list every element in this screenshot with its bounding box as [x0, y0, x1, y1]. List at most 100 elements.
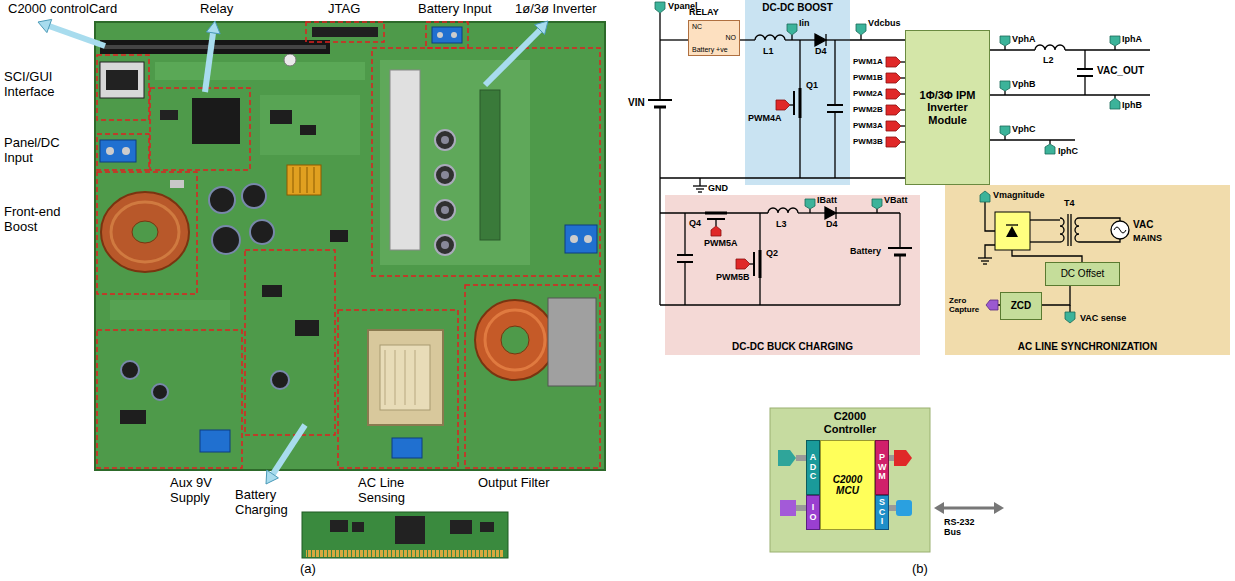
offset-box: DC Offset [1045, 262, 1120, 286]
panel-label: (a) [300, 562, 316, 577]
controller-block: C2000 ControllerADCC2000 MCUPWMIOSCI [770, 408, 930, 552]
controller-port [889, 455, 894, 461]
callout-arrow [273, 425, 305, 474]
circuit-wire [790, 104, 794, 105]
battery-terminal [451, 32, 457, 38]
signal-tag [980, 191, 990, 202]
ac-source [1114, 227, 1126, 233]
line-transformer [338, 310, 458, 468]
signal-label: MAINS [1133, 233, 1162, 243]
charger-wire [660, 304, 900, 305]
charger-wire [768, 208, 798, 213]
signal-label: Q2 [766, 248, 778, 258]
controller-port [780, 500, 796, 516]
node-title: AC LINE SYNCHRONIZATION [1018, 341, 1157, 353]
signal-label: Q1 [806, 80, 818, 90]
signal-label: VAC [1133, 219, 1153, 231]
signal-label: PWM1A [853, 57, 883, 66]
circuit-wire [826, 39, 850, 40]
wire-connector [850, 177, 905, 178]
sync-wire [978, 257, 992, 258]
controlcard-slot [104, 45, 326, 49]
signal-label: Zero Capture [949, 296, 985, 314]
pcb-board [260, 95, 360, 155]
callout-arrow [205, 33, 213, 92]
sci-connector [106, 70, 138, 90]
output-wire [1004, 46, 1005, 50]
signal-label: GND [708, 183, 728, 193]
circuit-wire [799, 40, 800, 88]
controller-port [889, 505, 896, 511]
capacitors [242, 184, 266, 208]
output-wire [1004, 91, 1005, 95]
charger-wire [727, 212, 768, 213]
charger-wire [899, 213, 900, 248]
callout-label: SCI/GUI Interface [4, 70, 66, 100]
diode-symbol [825, 207, 836, 219]
relay-box: RELAYNCNOBattery +ve [688, 20, 740, 56]
controlcard-slot [100, 40, 330, 54]
circuit-wire [834, 112, 835, 178]
circuit-wire [860, 35, 861, 40]
signal-label: VIN [628, 97, 645, 109]
signal-label: VBatt [884, 195, 908, 205]
pcb-board [270, 110, 292, 124]
battery-terminal [432, 27, 462, 43]
mcu-box: C2000 MCU [820, 440, 875, 530]
battery-charging-region [295, 320, 319, 336]
wire-connector [850, 39, 905, 40]
capacitors [209, 187, 235, 213]
signal-label: PWM2B [853, 105, 883, 114]
circuit-wire [659, 107, 660, 305]
sync-wire [1030, 219, 1060, 220]
line-transformer [380, 345, 430, 410]
inverter-region [380, 60, 530, 265]
sync-wire [985, 202, 995, 231]
battery-charging-region [262, 285, 282, 297]
circuit-wire [791, 35, 792, 40]
pwm-tag [711, 57, 901, 269]
line-transformer [385, 350, 386, 405]
aux-supply-region [120, 410, 146, 424]
controlcard-photo [302, 512, 508, 558]
sync-wire [1079, 218, 1120, 221]
battery-terminal [437, 32, 443, 38]
pcb-board [95, 22, 605, 470]
signal-tag [1110, 36, 1120, 46]
inverter-region [435, 235, 455, 255]
charging-inductor [300, 167, 301, 193]
output-filter [475, 300, 555, 380]
node-title: DC-DC BUCK CHARGING [732, 341, 853, 353]
block-fill [770, 408, 930, 552]
sync-wire [981, 260, 989, 261]
wire-connector [1042, 286, 1070, 305]
boost-inductor [97, 172, 197, 294]
controlcard-photo [450, 520, 472, 534]
ac-source [1111, 221, 1129, 239]
circuit-wire [648, 13, 905, 305]
pcb-board [300, 125, 316, 135]
sci-box: SCI [875, 495, 889, 530]
sync-wire [1075, 218, 1079, 242]
output-wire [990, 49, 1035, 50]
battery-charging-region [245, 250, 335, 435]
boost-inductor [97, 172, 197, 294]
panel-input-terminal [122, 147, 130, 155]
block-fill [945, 185, 1230, 355]
charger-wire [715, 219, 716, 226]
node-text: NO [726, 34, 737, 42]
signal-label: PWM3B [853, 137, 883, 146]
controller-port [896, 500, 912, 516]
signal-tag [1045, 144, 1055, 154]
signal-label: PWM5A [704, 238, 738, 248]
inverter-module: 1Φ/3Φ IPM Inverter Module [905, 30, 990, 185]
pwm-tag [886, 137, 901, 147]
controlcard-photo [330, 520, 348, 532]
signal-label: L3 [776, 219, 787, 229]
battery-charging-region [271, 371, 289, 389]
panel-input-terminal [106, 147, 114, 155]
node-title: DC-DC BOOST [762, 2, 833, 14]
aux-supply-region [121, 361, 139, 379]
controlcard-photo [395, 516, 425, 544]
sync-wire [983, 263, 987, 264]
